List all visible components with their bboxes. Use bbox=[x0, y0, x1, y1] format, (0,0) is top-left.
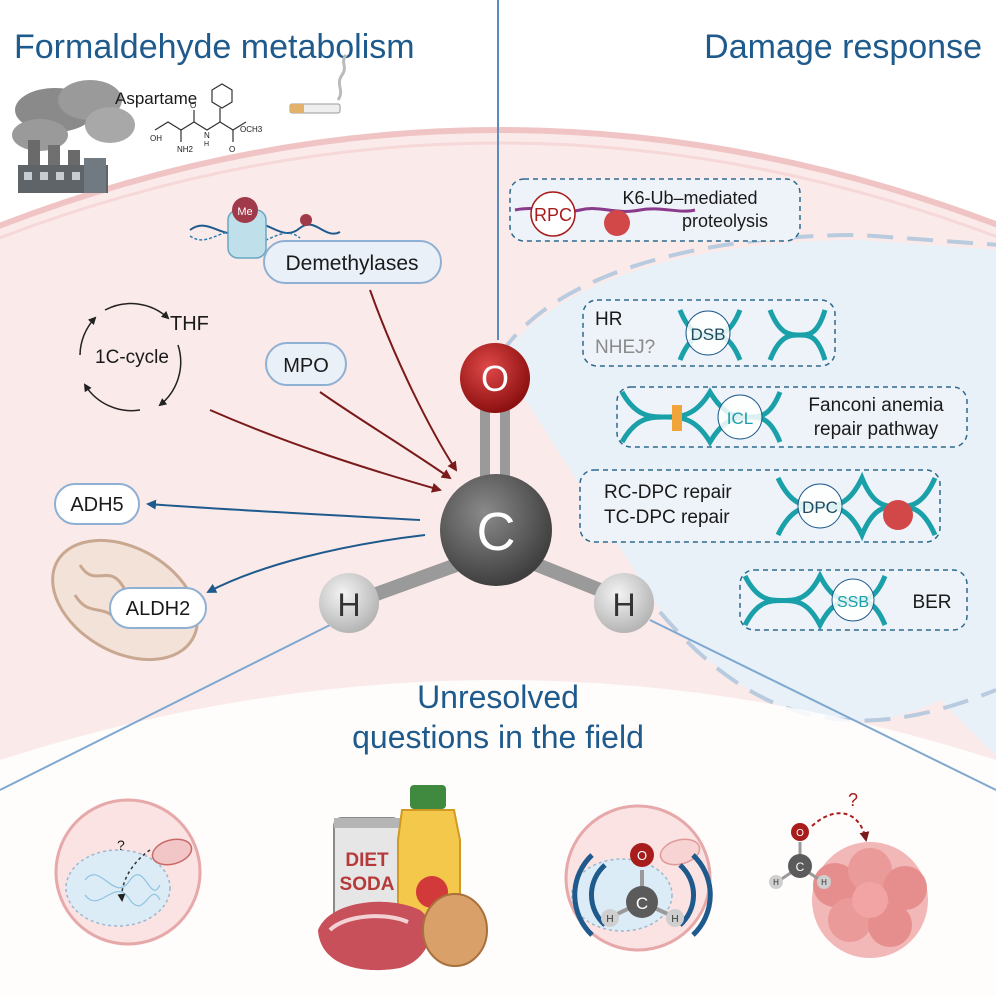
svg-text:OCH3: OCH3 bbox=[240, 125, 263, 134]
me-badge: Me bbox=[237, 206, 252, 218]
rc-dpc-label: RC-DPC repair bbox=[604, 482, 732, 503]
title-damage-response: Damage response bbox=[704, 28, 982, 66]
k6-line2: proteolysis bbox=[682, 211, 768, 231]
svg-text:O: O bbox=[190, 101, 196, 110]
tumor-h1-label: H bbox=[773, 878, 779, 887]
svg-text:N: N bbox=[204, 131, 210, 140]
adh5-box bbox=[54, 483, 140, 525]
icl-box: ICL Fanconi anemia repair pathway bbox=[616, 386, 968, 448]
bottom-panel bbox=[0, 680, 996, 996]
clearance-arrows bbox=[146, 499, 426, 593]
dpc-label: DPC bbox=[802, 498, 838, 517]
aldh2-box bbox=[109, 587, 207, 629]
fanconi-line2: repair pathway bbox=[814, 419, 939, 440]
aspartame-label: Aspartame bbox=[115, 89, 197, 108]
tumor-oxygen-label: O bbox=[796, 828, 804, 839]
rpc-box: RPC K6-Ub–mediated proteolysis bbox=[509, 178, 801, 242]
chromatin-formaldehyde-icon: O C H H bbox=[564, 804, 713, 952]
one-carbon-cycle-icon bbox=[79, 302, 182, 412]
title-unresolved-line2: questions in the field bbox=[352, 719, 644, 755]
tumor-h2-label: H bbox=[821, 878, 827, 887]
mini-h1-label: H bbox=[606, 914, 613, 925]
aldh2-label: ALDH2 bbox=[126, 598, 190, 620]
formaldehyde-molecule: O C H H bbox=[319, 343, 654, 633]
hydrogen-right-label: H bbox=[612, 587, 635, 623]
carbon-label: C bbox=[477, 502, 516, 562]
hr-label: HR bbox=[595, 309, 622, 330]
aspartame-atom-labels: OH NH2 O N H O OCH3 bbox=[150, 101, 263, 154]
mini-oxygen-label: O bbox=[637, 848, 647, 863]
adh5-label: ADH5 bbox=[70, 494, 123, 516]
mpo-label: MPO bbox=[283, 355, 329, 377]
section-dividers bbox=[0, 0, 996, 791]
svg-text:OH: OH bbox=[150, 134, 162, 143]
carbon-atom bbox=[440, 474, 552, 586]
ssb-box: SSB BER bbox=[739, 569, 968, 631]
ber-label: BER bbox=[912, 592, 951, 613]
mpo-box bbox=[265, 342, 347, 386]
icl-label: ICL bbox=[727, 409, 753, 428]
tumor-carbon-label: C bbox=[796, 860, 805, 874]
fanconi-line1: Fanconi anemia bbox=[808, 395, 944, 416]
ssb-label: SSB bbox=[837, 594, 869, 611]
hydrogen-atom-left bbox=[319, 573, 379, 633]
one-c-cycle-label: 1C-cycle bbox=[95, 347, 169, 368]
dsb-box: HR NHEJ? DSB bbox=[582, 299, 836, 367]
aspartame-structure-icon bbox=[154, 83, 247, 142]
diet-label: DIET bbox=[345, 850, 389, 871]
production-arrows bbox=[209, 289, 458, 493]
diet-foods-icon: DIET SODA bbox=[318, 785, 488, 971]
cigarette-icon bbox=[289, 54, 348, 114]
oxygen-atom bbox=[460, 343, 530, 413]
question-mark-2: ? bbox=[848, 790, 858, 810]
demethylases-label: Demethylases bbox=[285, 252, 418, 275]
hydrogen-left-label: H bbox=[337, 587, 360, 623]
svg-text:O: O bbox=[229, 145, 235, 154]
oxygen-label: O bbox=[481, 358, 509, 399]
chromatin-icon: Me bbox=[189, 197, 341, 259]
mini-carbon-label: C bbox=[636, 894, 648, 913]
soda-label: SODA bbox=[340, 874, 395, 895]
dsb-label: DSB bbox=[691, 325, 726, 344]
title-unresolved-line1: Unresolved bbox=[417, 679, 579, 715]
question-mark-1: ? bbox=[117, 837, 125, 853]
tumor-icon: O C H H ? bbox=[769, 790, 928, 958]
nhej-label: NHEJ? bbox=[595, 337, 655, 358]
title-formaldehyde-metabolism: Formaldehyde metabolism bbox=[14, 28, 415, 66]
hydrogen-atom-right bbox=[594, 573, 654, 633]
svg-text:H: H bbox=[204, 141, 209, 148]
tc-dpc-label: TC-DPC repair bbox=[604, 507, 730, 528]
rpc-label: RPC bbox=[534, 205, 572, 225]
svg-text:NH2: NH2 bbox=[177, 145, 194, 154]
factory-icon bbox=[12, 80, 135, 193]
k6-line1: K6-Ub–mediated bbox=[622, 188, 757, 208]
demethylases-box bbox=[263, 240, 442, 284]
thf-label: THF bbox=[170, 313, 209, 335]
mini-h2-label: H bbox=[671, 914, 678, 925]
dpc-box: RC-DPC repair TC-DPC repair DPC bbox=[579, 469, 941, 543]
cell-nucleus-mito-icon: ? bbox=[54, 798, 202, 946]
